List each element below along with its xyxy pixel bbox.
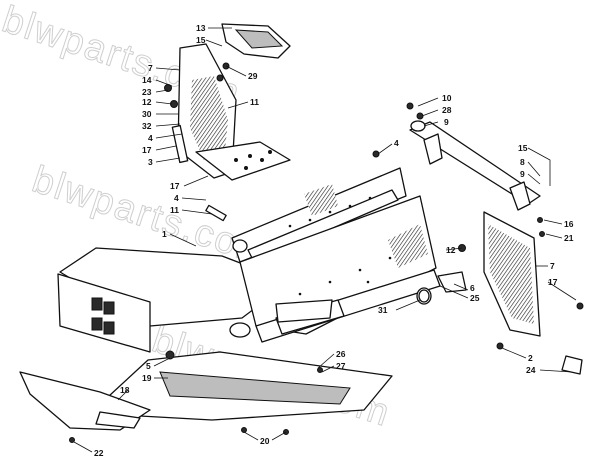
callout-11-mid: 11 — [170, 205, 179, 215]
callout-30: 30 — [142, 109, 152, 119]
main-frame — [57, 167, 441, 353]
callout-5: 5 — [146, 361, 151, 371]
callout-24: 24 — [526, 365, 536, 375]
axle-tube — [409, 120, 541, 211]
callout-10: 10 — [442, 93, 452, 103]
callout-17-right: 17 — [548, 277, 558, 287]
callout-17-mid: 17 — [170, 181, 180, 191]
callout-4-frame: 4 — [394, 138, 399, 148]
callout-11: 11 — [250, 97, 259, 107]
callout-18: 18 — [120, 385, 130, 395]
front-box-slots — [91, 297, 115, 335]
callout-labels: 13 15 7 29 14 23 12 11 30 32 4 17 3 10 2… — [94, 23, 574, 458]
callout-22: 22 — [94, 448, 104, 458]
frame-rivets — [288, 196, 392, 296]
callout-7-right: 7 — [550, 261, 555, 271]
callout-13: 13 — [196, 23, 206, 33]
callout-31: 31 — [378, 305, 388, 315]
callout-1: 1 — [162, 229, 167, 239]
callout-2: 2 — [528, 353, 533, 363]
callout-15: 15 — [196, 35, 206, 45]
right-side-plate — [483, 211, 583, 375]
callout-23: 23 — [142, 87, 152, 97]
callout-7: 7 — [148, 63, 153, 73]
callout-14: 14 — [142, 75, 152, 85]
callout-15-axle: 15 — [518, 143, 528, 153]
callout-25: 25 — [470, 293, 480, 303]
base-plate-holes — [234, 150, 272, 170]
steering-post-assembly — [171, 23, 291, 181]
callout-9: 9 — [444, 117, 449, 127]
callout-26: 26 — [336, 349, 346, 359]
callout-21: 21 — [564, 233, 574, 243]
callout-12-right: 12 — [446, 245, 456, 255]
callout-4: 4 — [148, 133, 153, 143]
callout-28: 28 — [442, 105, 452, 115]
callout-9-axle: 9 — [520, 169, 525, 179]
callout-32: 32 — [142, 121, 152, 131]
callout-6: 6 — [470, 283, 475, 293]
callout-12: 12 — [142, 97, 152, 107]
callout-3: 3 — [148, 157, 153, 167]
callout-4-mid: 4 — [174, 193, 179, 203]
callout-17: 17 — [142, 145, 152, 155]
leader-lines — [73, 27, 577, 453]
callout-20: 20 — [260, 436, 270, 446]
fasteners — [69, 62, 584, 443]
callout-29: 29 — [248, 71, 258, 81]
callout-8: 8 — [520, 157, 525, 167]
callout-27: 27 — [336, 361, 346, 371]
callout-16: 16 — [564, 219, 574, 229]
callout-19: 19 — [142, 373, 152, 383]
